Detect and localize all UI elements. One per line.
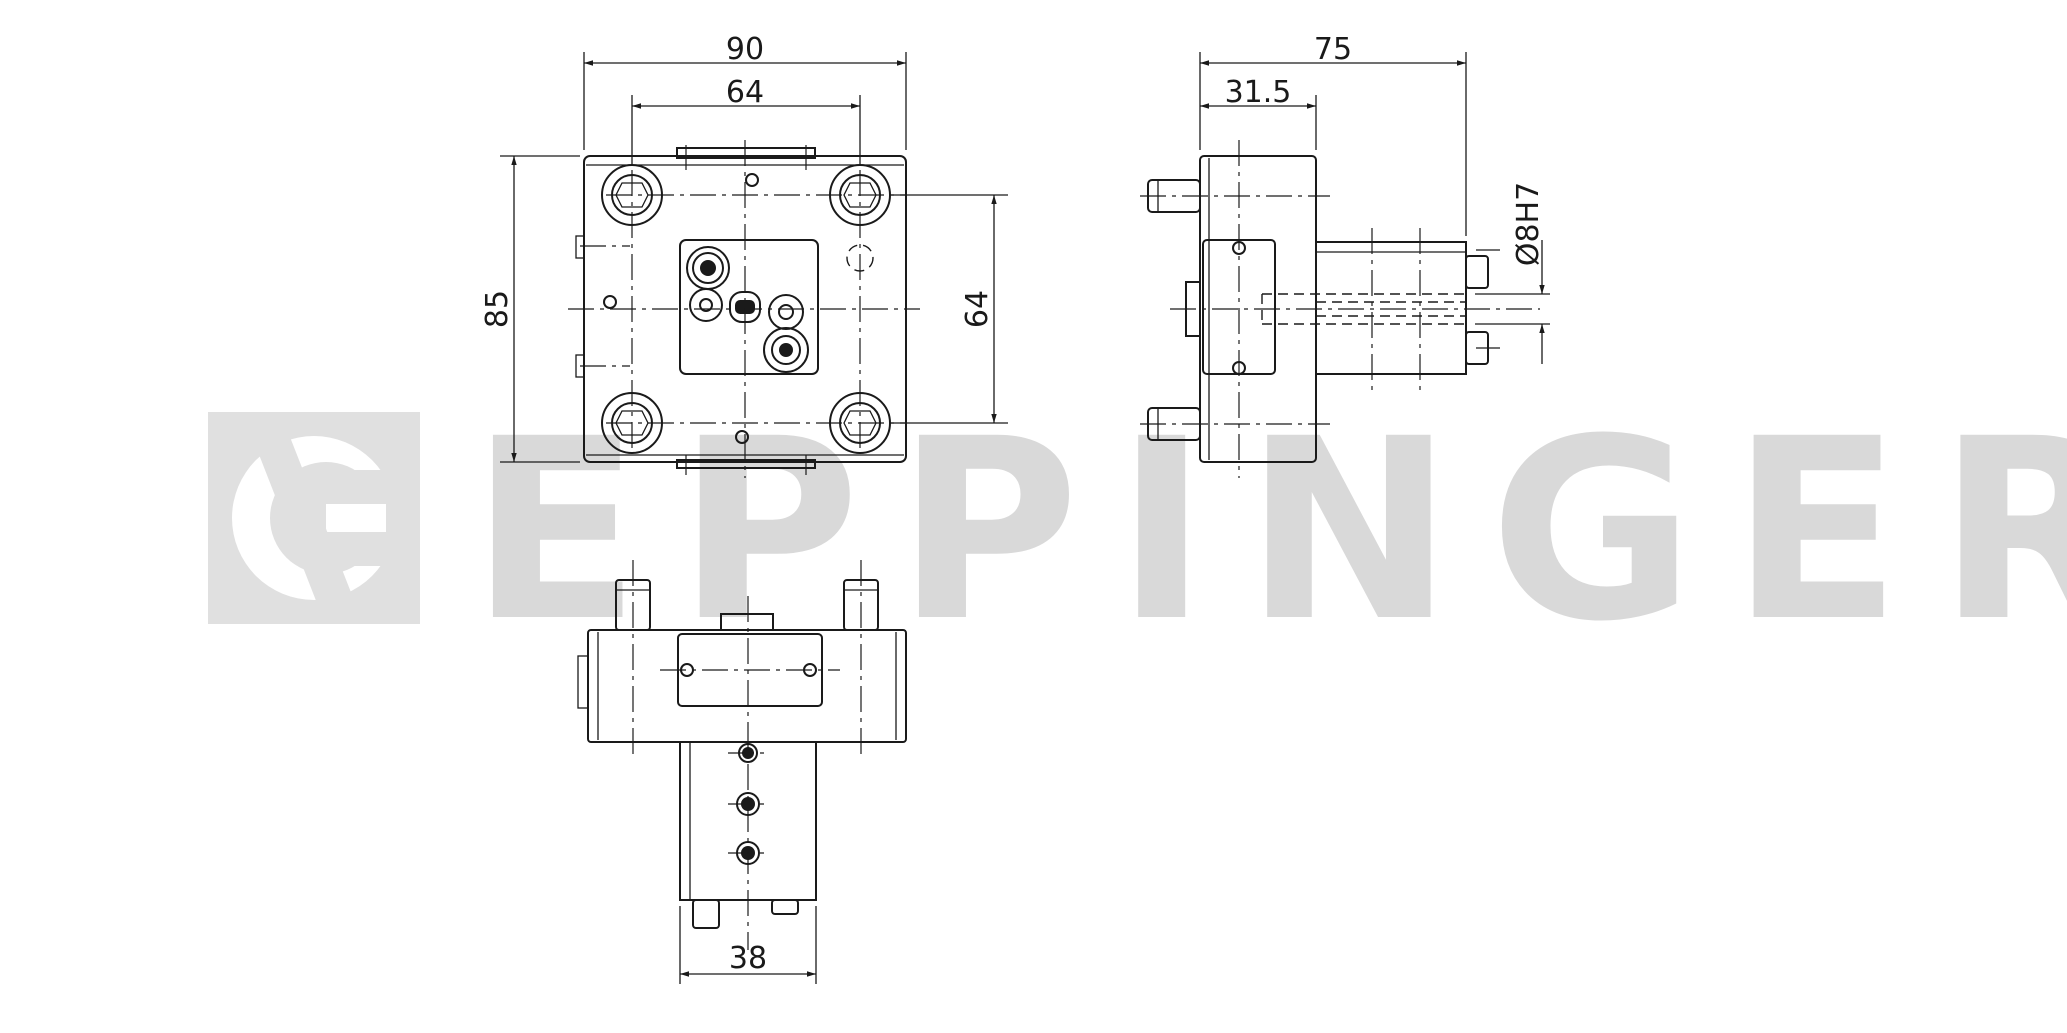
- dim-front-width-overall: 90: [726, 32, 764, 67]
- dim-front-height-overall: 85: [480, 290, 515, 328]
- dim-side-length-overall: 75: [1314, 32, 1352, 67]
- dim-side-shaft-diameter: Ø8H7: [1511, 182, 1546, 266]
- bottom-view: [577, 560, 907, 950]
- bottom-dimensions: 38: [679, 906, 817, 984]
- front-inner-plate: [679, 239, 819, 375]
- side-shank: [1315, 241, 1467, 375]
- dim-side-length-flange: 31.5: [1225, 75, 1292, 110]
- side-view: [1140, 140, 1540, 478]
- dim-front-width-bolts: 64: [726, 75, 764, 110]
- dim-bottom-shank-width: 38: [729, 941, 767, 976]
- side-dimensions: 75 31.5 Ø8H7: [1199, 32, 1550, 364]
- dim-front-height-bolts: 64: [960, 290, 995, 328]
- front-dimensions: 90 64 85 64: [480, 32, 1008, 463]
- watermark: EPPINGER: [208, 385, 2067, 676]
- watermark-brand-text: EPPINGER: [470, 385, 2067, 676]
- watermark-logo-mark: [232, 432, 396, 616]
